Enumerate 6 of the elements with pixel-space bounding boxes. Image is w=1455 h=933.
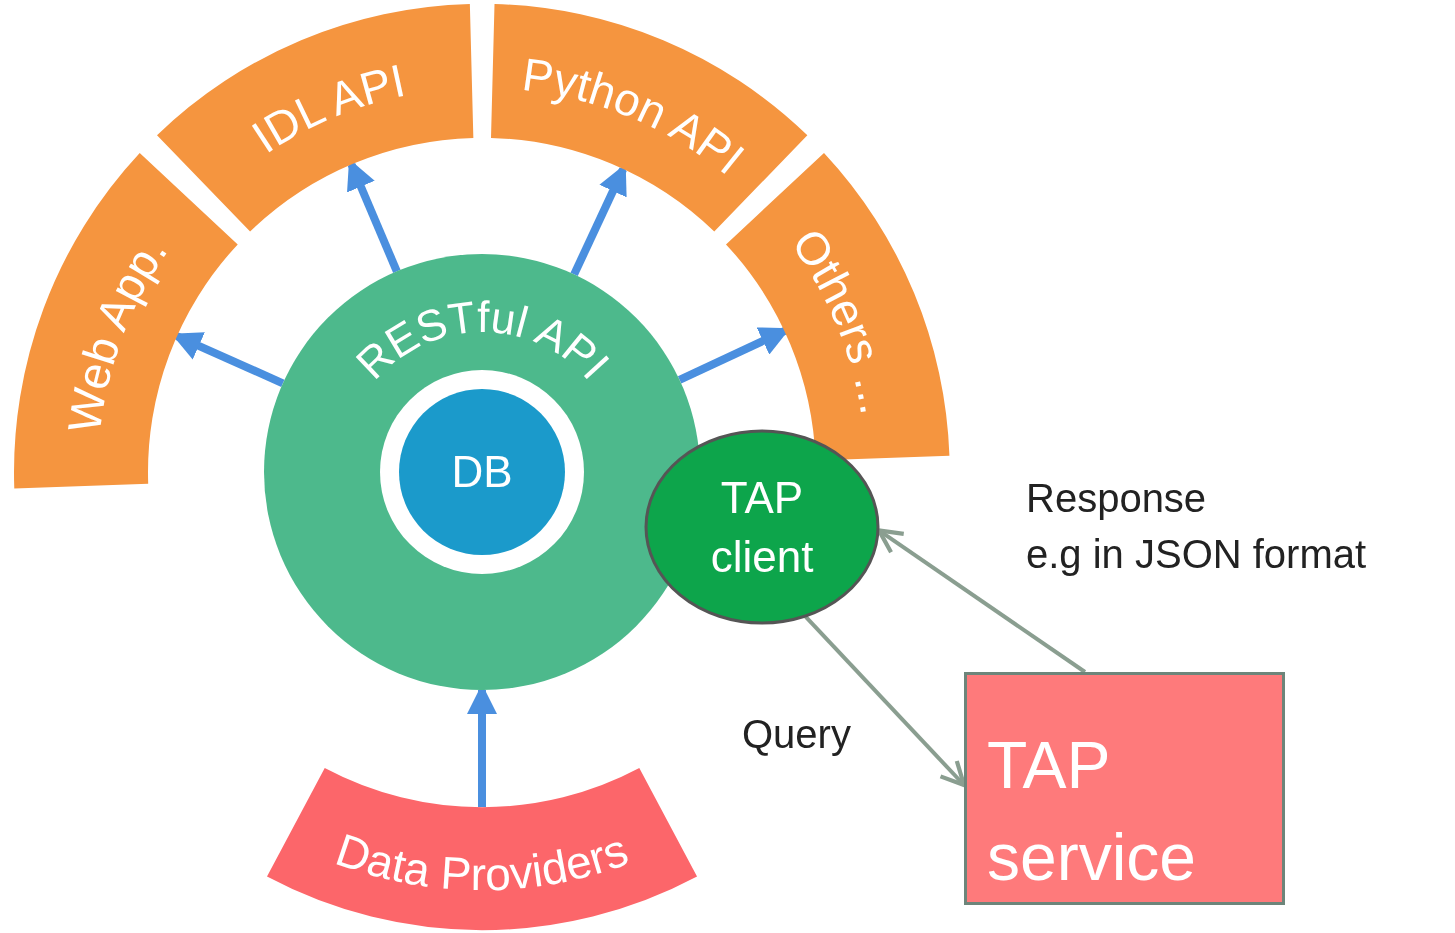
curved-label: Data Providers (329, 823, 635, 901)
curved-label: IDL API (242, 54, 410, 163)
node-label: TAP service (987, 727, 1198, 897)
service-box (964, 672, 1285, 905)
node-label: TAP client (709, 471, 815, 583)
node-label: DB (451, 447, 513, 497)
